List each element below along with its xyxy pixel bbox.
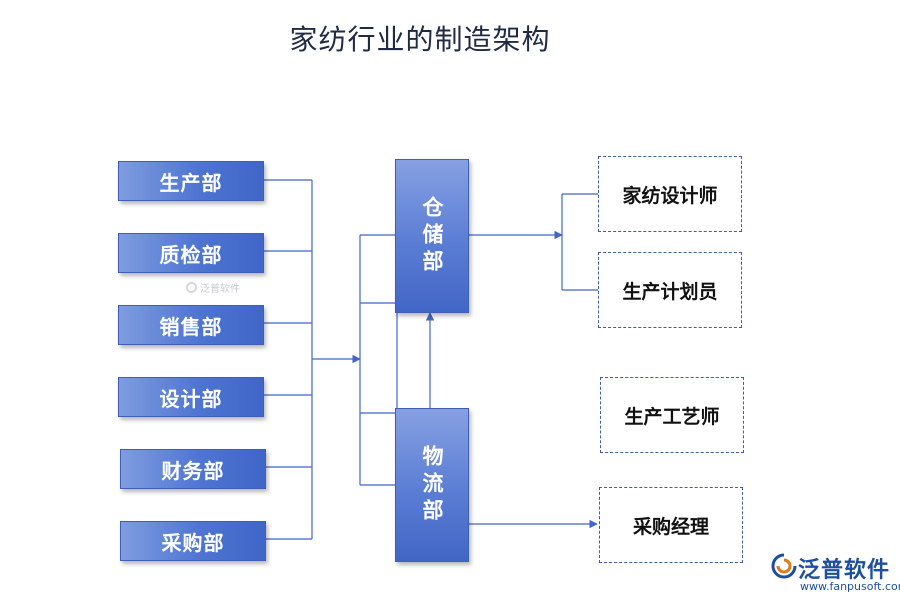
dept-production: 生产部	[118, 161, 264, 201]
role-process-engineer: 生产工艺师	[600, 377, 744, 453]
logistics-label: 物流部	[420, 444, 445, 526]
role-production-planner: 生产计划员	[598, 252, 742, 328]
dept-design: 设计部	[118, 377, 264, 417]
watermark: 泛普软件	[186, 280, 240, 295]
logo-url-text: www.fanpusoft.com	[800, 580, 900, 593]
brand-logo: 泛普软件 www.fanpusoft.com	[770, 550, 900, 596]
watermark-icon	[186, 282, 197, 293]
role-textile-designer: 家纺设计师	[598, 156, 742, 232]
dept-sales: 销售部	[118, 305, 264, 345]
fanpu-logo-icon	[771, 553, 797, 579]
warehouse-box: 仓储部	[395, 159, 469, 313]
role-purchasing-manager: 采购经理	[599, 487, 743, 563]
dept-purchasing: 采购部	[120, 521, 266, 561]
warehouse-label: 仓储部	[420, 195, 445, 277]
logo-brand-text: 泛普软件	[798, 558, 891, 583]
diagram-title: 家纺行业的制造架构	[289, 23, 551, 56]
watermark-text: 泛普软件	[200, 284, 240, 295]
dept-finance: 财务部	[120, 449, 266, 489]
logistics-box: 物流部	[395, 408, 469, 562]
dept-quality: 质检部	[118, 233, 264, 273]
